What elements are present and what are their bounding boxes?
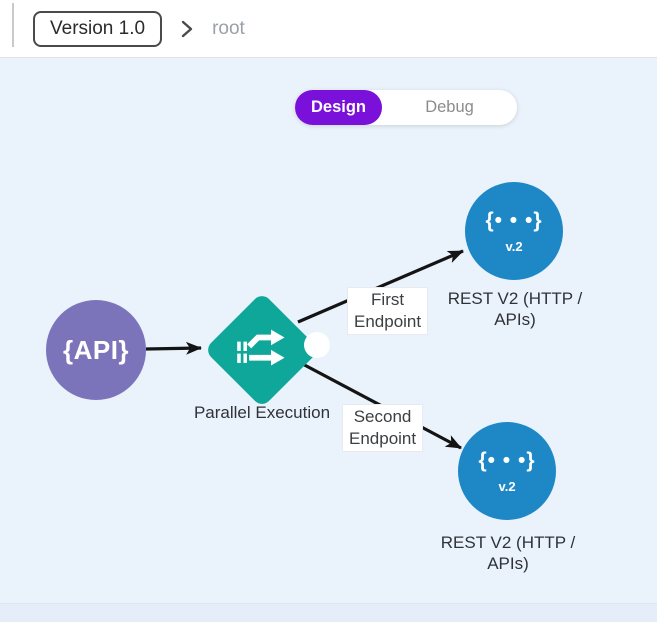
rest-v2-label-bottom-line1: REST V2 (HTTP / [440,533,576,552]
parallel-output-port[interactable] [304,332,330,358]
edge-label-second-line1: Second [353,407,412,426]
header-divider [12,3,14,47]
api-node[interactable]: {API} [46,300,146,400]
edge-label-first-endpoint[interactable]: First Endpoint [347,287,429,335]
api-node-label: {API} [62,334,130,365]
rest-v2-label-top-line2: APIs) [494,310,536,329]
edge-label-second-endpoint[interactable]: Second Endpoint [342,404,424,452]
parallel-execution-label: Parallel Execution [193,403,331,422]
rest-v2-label-top: REST V2 (HTTP / APIs) [429,288,601,330]
parallel-execution-node[interactable] [204,292,320,408]
breadcrumb-bar: Version 1.0 root [0,0,657,58]
rest-version-badge: v.2 [505,238,523,254]
edge-label-first-line1: First [371,290,405,309]
rest-v2-label-top-line1: REST V2 (HTTP / [447,289,583,308]
rest-v2-node-top[interactable]: {• • •} v.2 [465,182,563,280]
tab-design[interactable]: Design [295,90,382,125]
rest-v2-node-bottom[interactable]: {• • •} v.2 [458,422,556,520]
rest-api-icon: {• • •} [485,208,543,232]
edge-api-to-parallel[interactable] [145,341,202,355]
tab-debug[interactable]: Debug [382,90,517,125]
edge-first-endpoint[interactable] [297,249,464,324]
rest-api-icon: {• • •} [478,448,536,472]
rest-version-badge: v.2 [498,478,516,494]
canvas-bottom-edge [0,603,657,622]
breadcrumb-root[interactable]: root [212,17,245,39]
design-canvas[interactable]: Design Debug {API} [0,58,657,622]
rest-v2-label-bottom: REST V2 (HTTP / APIs) [422,532,594,574]
edge-label-second-line2: Endpoint [349,429,417,448]
parallel-arrows-icon [236,325,288,376]
chevron-right-icon [181,19,194,39]
mode-toggle: Design Debug [295,90,517,125]
edge-label-first-line2: Endpoint [354,312,422,331]
version-button[interactable]: Version 1.0 [33,10,163,47]
rest-v2-label-bottom-line2: APIs) [487,554,529,573]
